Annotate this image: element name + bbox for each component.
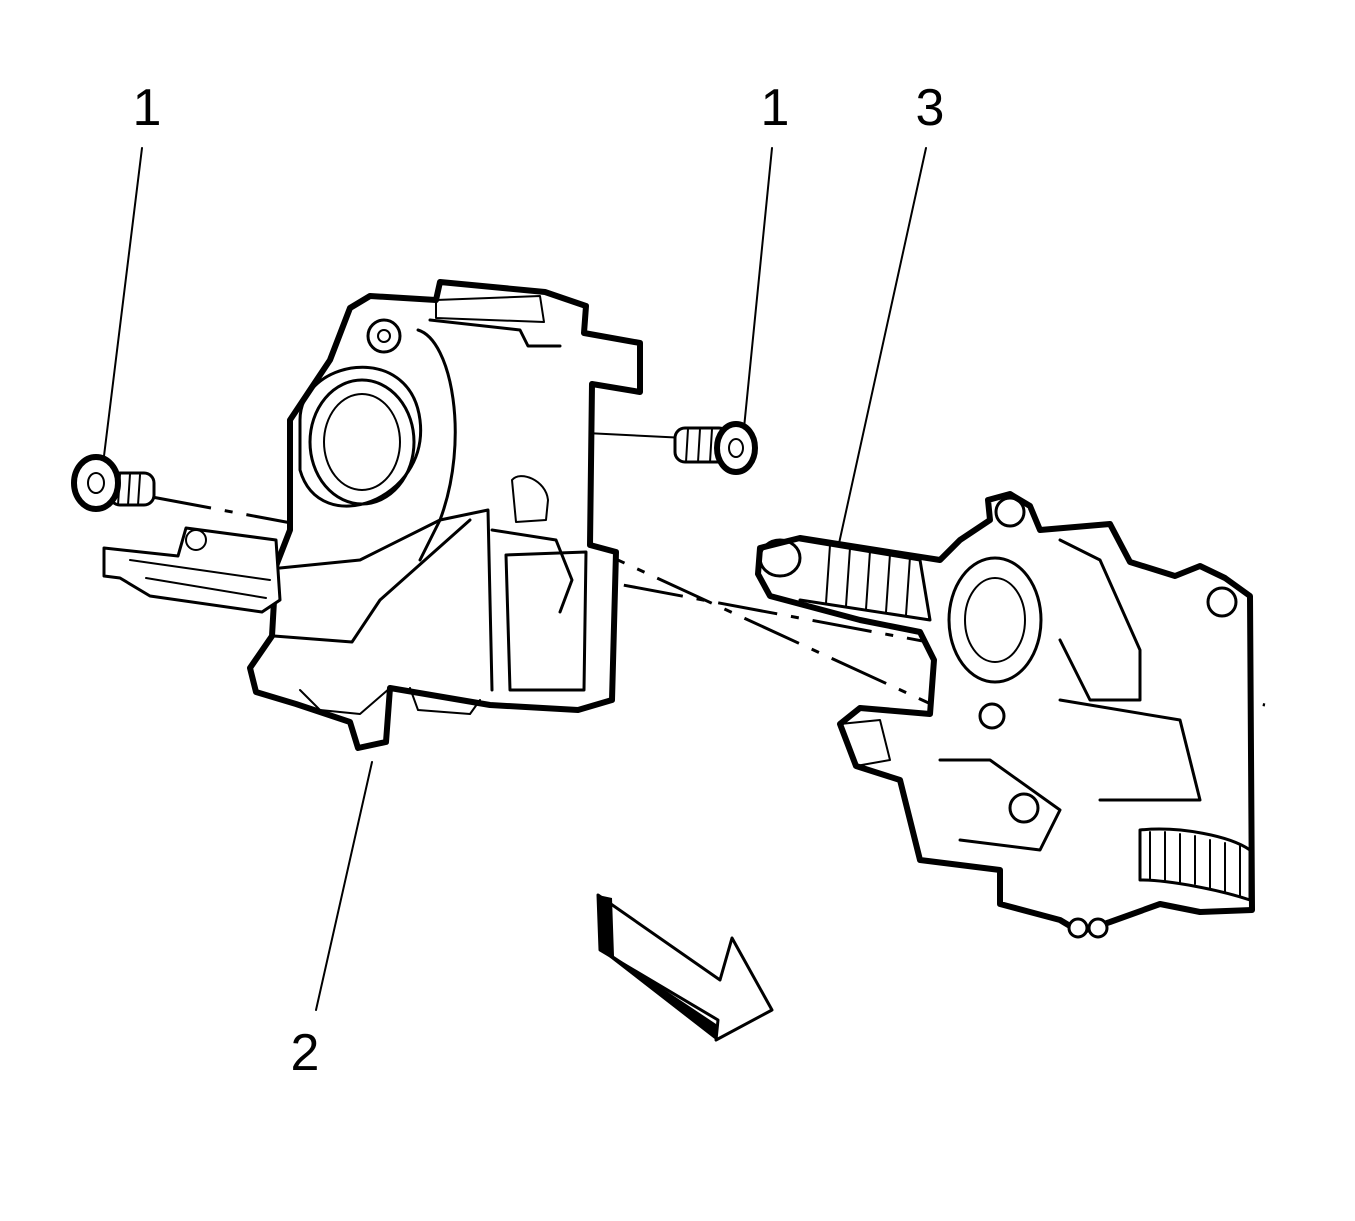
leader-line-bolt-right xyxy=(743,147,773,429)
wiring-connector-bracket xyxy=(102,526,282,614)
callout-bolt-right: 1 xyxy=(760,79,790,137)
ignition-lock-housing xyxy=(247,279,643,751)
bolt-right-icon xyxy=(673,421,758,475)
steering-column-assembly xyxy=(755,491,1255,939)
callout-bolt-left: 1 xyxy=(132,79,162,137)
leader-line-bolt-left xyxy=(103,147,143,457)
direction-arrow-icon xyxy=(596,893,774,1042)
callout-steering-column: 3 xyxy=(915,79,945,137)
callout-ignition-housing: 2 xyxy=(290,1024,320,1082)
bolt-left-icon xyxy=(71,454,156,512)
leader-line-housing xyxy=(315,761,373,1011)
leader-line-column xyxy=(837,147,927,549)
